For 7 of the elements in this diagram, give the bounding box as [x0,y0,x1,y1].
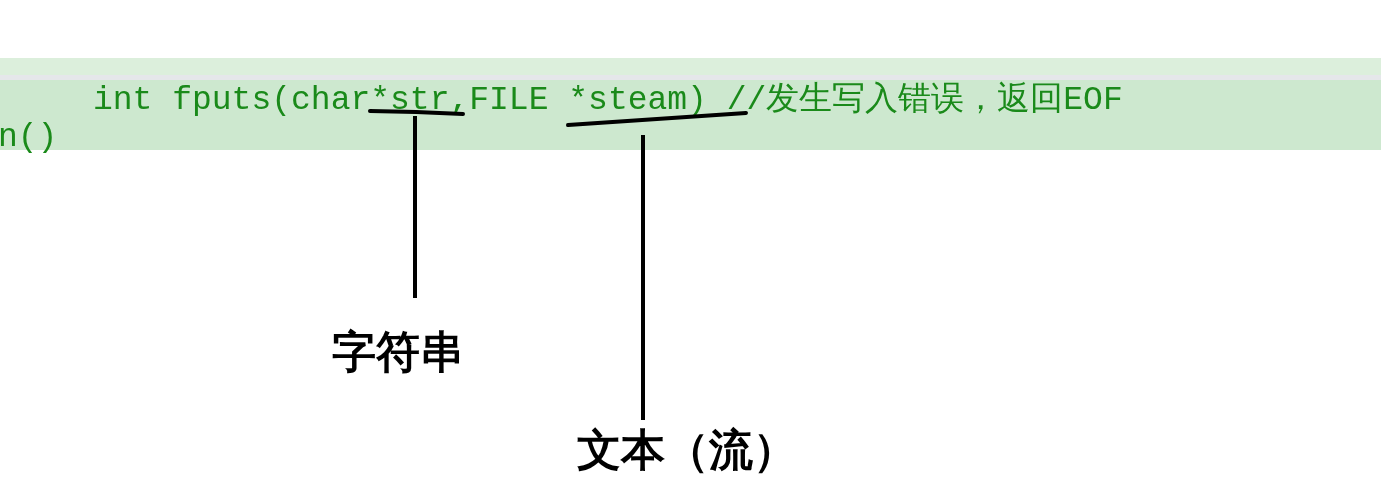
underline-mark [368,108,465,118]
annotation-label: 文本（流） [577,424,797,476]
annotation-label: 字符串 [332,326,464,378]
leader-line [413,116,417,298]
code-text: int fputs(char*str,FILE *steam) //发生写入错误，返回EOF [93,81,1123,121]
code-text: n() [0,118,58,158]
leader-line [641,135,645,420]
